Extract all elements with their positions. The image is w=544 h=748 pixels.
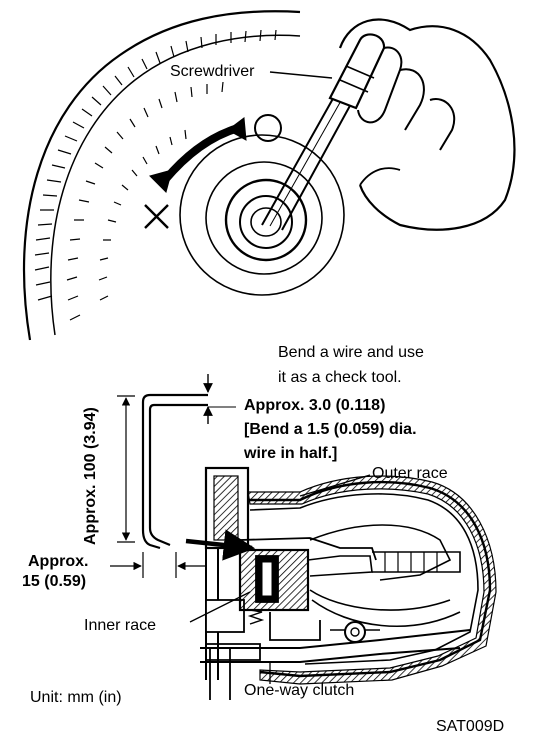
width-dimension-line2: 15 (0.59) [22, 573, 87, 590]
width-dimension-line1: Approx. [28, 553, 89, 570]
check-tool-wire [110, 374, 236, 578]
converter-cross-section [185, 466, 497, 700]
height-dimension-label: Approx. 100 (3.94) [82, 407, 99, 545]
screwdriver-label: Screwdriver [170, 63, 255, 80]
leader-lines [189, 474, 371, 684]
outer-race-label: Outer race [372, 465, 448, 482]
bend-note-line1: [Bend a 1.5 (0.059) dia. [244, 421, 417, 438]
gap-dimension-label: Approx. 3.0 (0.118) [244, 397, 386, 414]
bend-note-line2: wire in half.] [244, 445, 338, 462]
figure-code: SAT009D [436, 718, 505, 735]
wire-note-line2: it as a check tool. [278, 369, 402, 386]
wire-note-line1: Bend a wire and use [278, 344, 424, 361]
torque-converter-illustration [22, 10, 516, 341]
unit-label: Unit: mm (in) [30, 689, 122, 706]
fin-texture [34, 29, 277, 321]
one-way-clutch-label: One-way clutch [244, 682, 355, 699]
inner-race-label: Inner race [84, 617, 157, 634]
